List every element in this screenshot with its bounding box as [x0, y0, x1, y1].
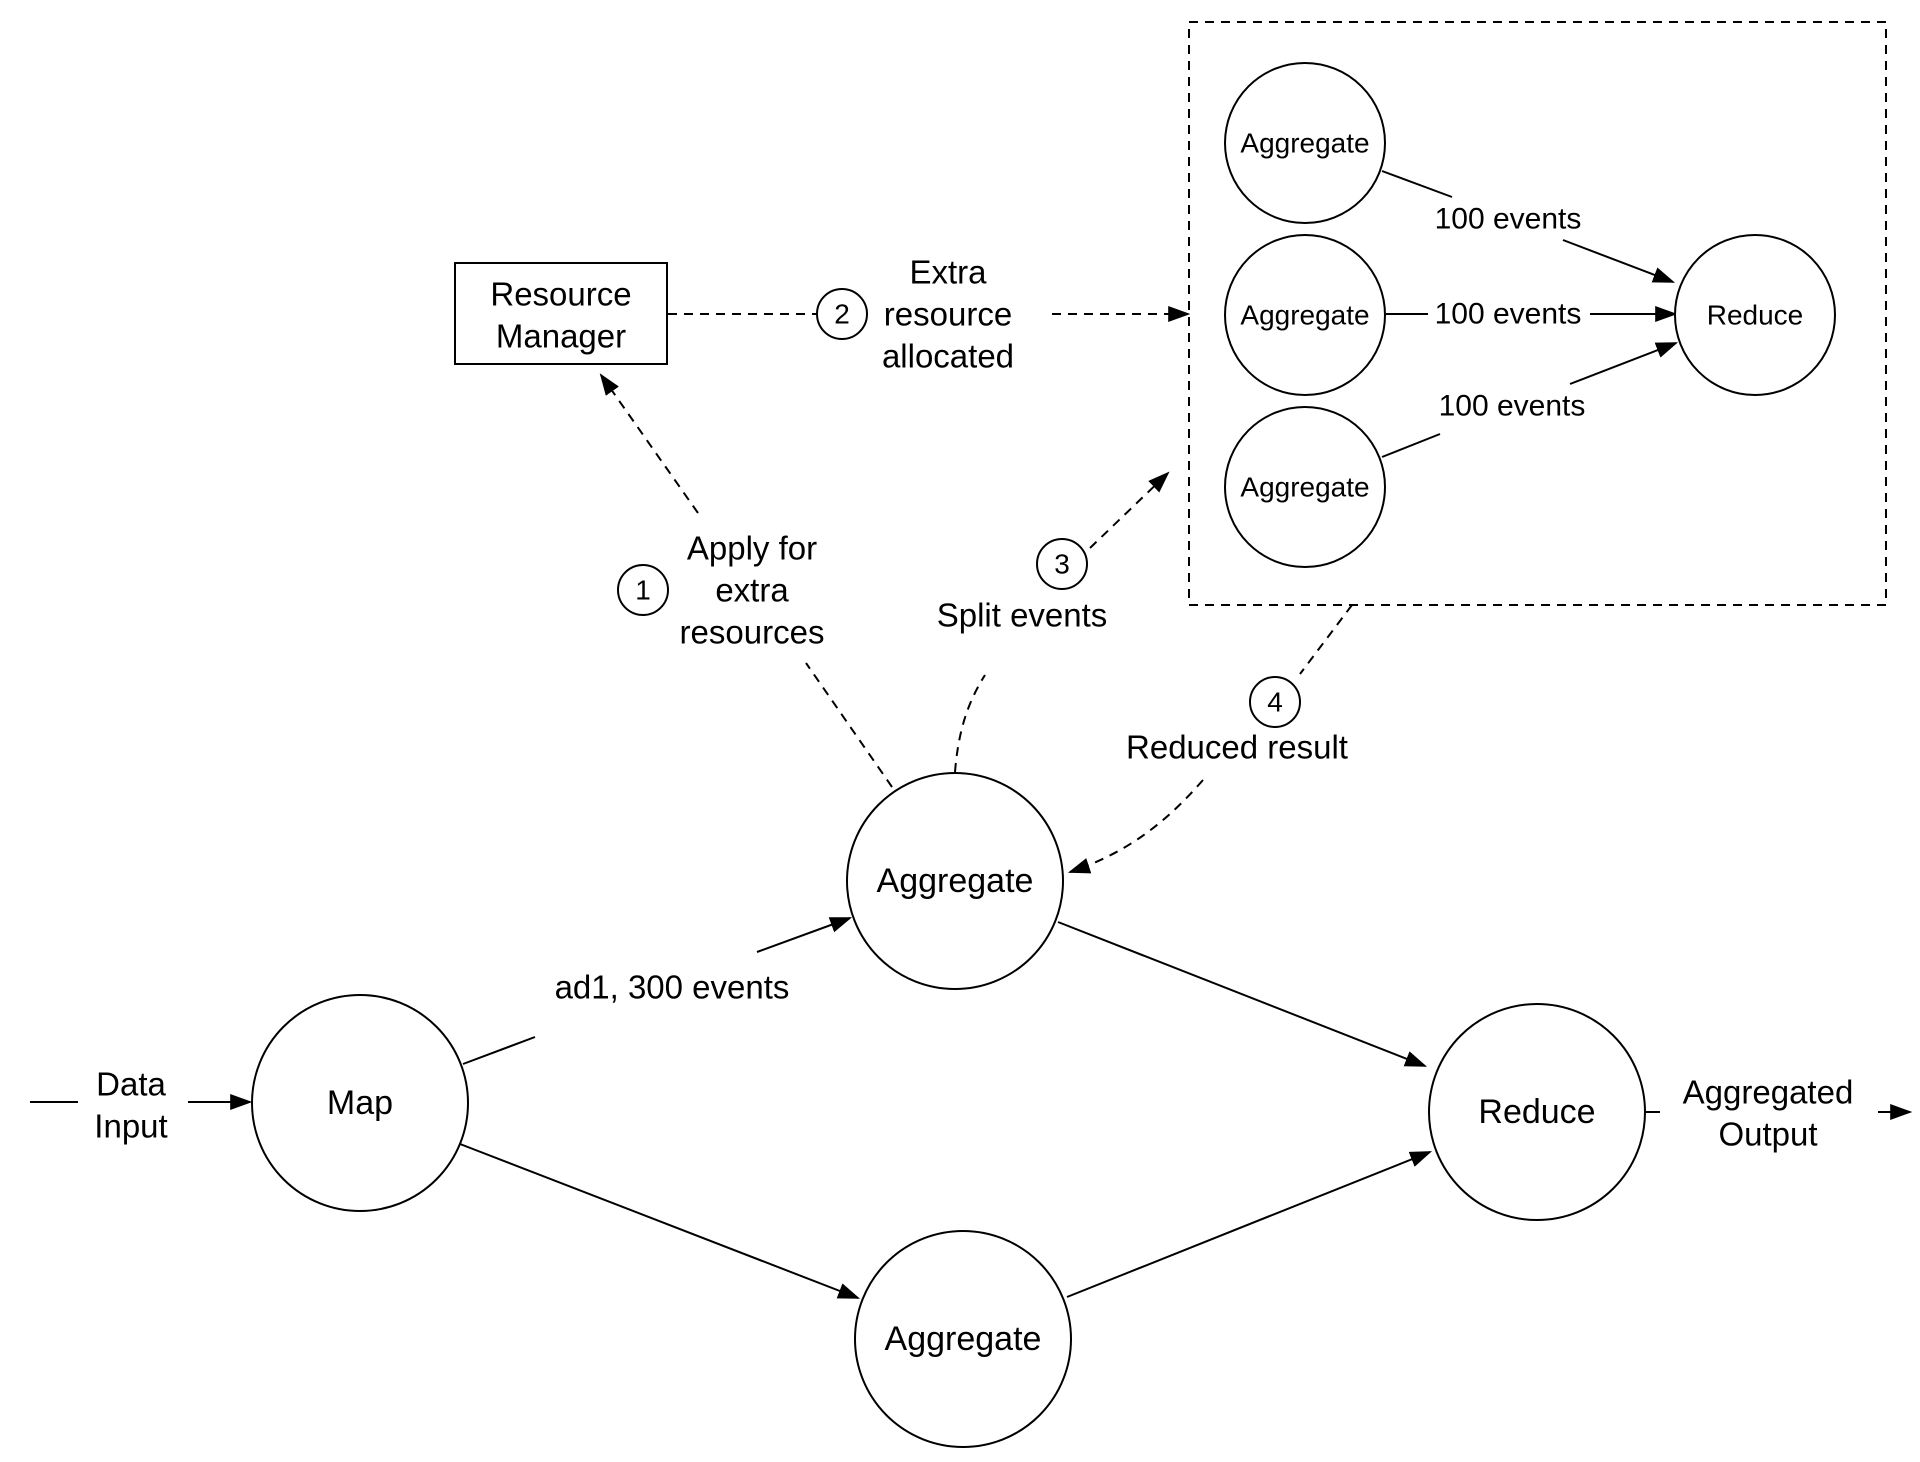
node-aggregate-bottom[interactable]: Aggregate: [854, 1230, 1072, 1448]
label-extra-allocated-line1: Extra: [909, 254, 987, 291]
node-resource-manager-label-line2: Manager: [496, 318, 626, 355]
label-apply-extra-line3: resources: [680, 614, 825, 651]
node-aggregate-top[interactable]: Aggregate: [846, 772, 1064, 990]
edge-map-to-aggregate-top-a: [462, 1036, 536, 1065]
label-extra-allocated-line2: resource: [884, 296, 1012, 333]
step-badge-2-label: 2: [834, 299, 850, 330]
label-edge-events-2: 100 events: [1435, 298, 1582, 331]
label-data-input-line1: Data: [96, 1066, 166, 1103]
edge-aggregate-top-to-reduce: [1057, 921, 1428, 1067]
node-resource-manager-label-line1: Resource: [490, 276, 631, 313]
node-group-aggregate-2[interactable]: Aggregate: [1224, 234, 1386, 396]
node-group-aggregate-3[interactable]: Aggregate: [1224, 406, 1386, 568]
label-aggregated-output-line1: Aggregated: [1683, 1074, 1854, 1111]
node-group-aggregate-2-label: Aggregate: [1240, 300, 1369, 331]
edge-apply-resources-a: [805, 662, 893, 788]
node-aggregate-top-label: Aggregate: [877, 862, 1034, 900]
node-group-aggregate-1[interactable]: Aggregate: [1224, 62, 1386, 224]
edge-reduced-result-a: [1299, 604, 1353, 675]
label-ad1-events: ad1, 300 events: [555, 969, 790, 1006]
step-badge-1: 1: [617, 564, 669, 616]
step-badge-4-label: 4: [1267, 687, 1283, 718]
label-data-input-line2: Input: [94, 1108, 167, 1145]
node-group-reduce[interactable]: Reduce: [1674, 234, 1836, 396]
label-edge-events-1: 100 events: [1435, 203, 1582, 236]
node-group-aggregate-1-label: Aggregate: [1240, 128, 1369, 159]
step-badge-3-label: 3: [1054, 549, 1070, 580]
node-group-reduce-label: Reduce: [1707, 300, 1804, 331]
edge-group-agg1-to-reduce-a: [1381, 170, 1453, 198]
step-badge-4: 4: [1249, 676, 1301, 728]
node-group-aggregate-3-label: Aggregate: [1240, 472, 1369, 503]
label-split-events: Split events: [937, 597, 1108, 634]
edge-group-agg3-to-reduce-a: [1381, 433, 1441, 458]
label-apply-extra-line2: extra: [715, 572, 789, 609]
label-apply-extra-line1: Apply for: [687, 530, 817, 567]
label-aggregated-output-line2: Output: [1718, 1116, 1817, 1153]
edge-split-events-a: [954, 674, 986, 773]
step-badge-2: 2: [816, 288, 868, 340]
edge-group-agg1-to-reduce-b: [1562, 239, 1676, 283]
step-badge-3: 3: [1036, 538, 1088, 590]
node-aggregate-bottom-label: Aggregate: [885, 1320, 1042, 1358]
label-reduced-result: Reduced result: [1126, 729, 1348, 766]
node-map[interactable]: Map: [251, 994, 469, 1212]
node-map-label: Map: [327, 1084, 393, 1122]
step-badge-1-label: 1: [635, 575, 651, 606]
label-extra-allocated-line3: allocated: [882, 338, 1014, 375]
edge-group-agg3-to-reduce-b: [1569, 342, 1679, 385]
edge-reduced-result-b: [1067, 779, 1204, 874]
label-edge-events-3: 100 events: [1439, 390, 1586, 423]
node-reduce-main[interactable]: Reduce: [1428, 1003, 1646, 1221]
edge-aggregate-bottom-to-reduce: [1066, 1151, 1433, 1298]
node-resource-manager[interactable]: Resource Manager: [454, 262, 668, 365]
edge-apply-resources-b: [599, 373, 699, 514]
node-reduce-main-label: Reduce: [1478, 1093, 1595, 1131]
edge-map-to-aggregate-top-b: [756, 917, 853, 953]
edge-map-to-aggregate-bottom: [459, 1143, 861, 1299]
edge-split-events-b: [1089, 471, 1170, 549]
